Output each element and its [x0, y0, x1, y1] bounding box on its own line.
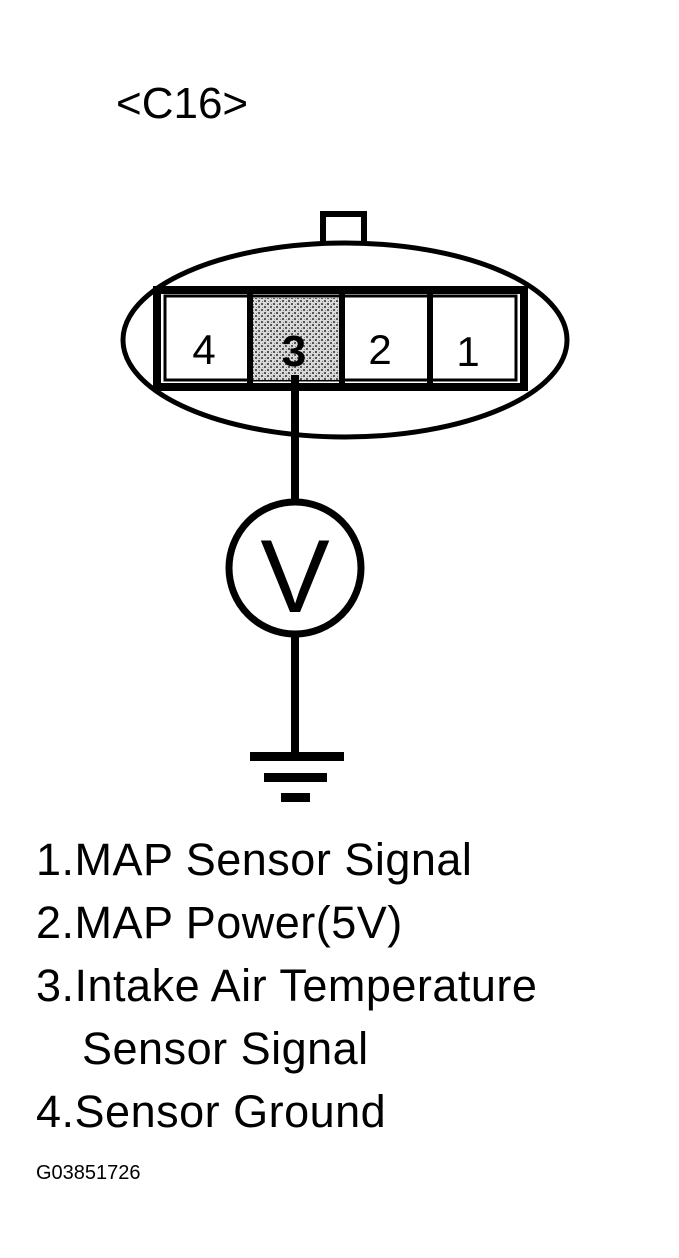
voltmeter-icon: V: [225, 498, 365, 638]
pin-3-highlight: [252, 298, 340, 380]
connector-label: <C16>: [116, 79, 249, 128]
voltmeter-symbol: V: [260, 519, 329, 635]
connector-housing: [120, 211, 570, 440]
legend-item-3: 3.Intake Air Temperature: [36, 960, 538, 1011]
pin-1-number: 1: [456, 328, 479, 375]
legend-item-4: 4.Sensor Ground: [36, 1086, 387, 1137]
pin-cells: 4 3 2 1: [192, 292, 480, 385]
legend-item-3-continued: Sensor Signal: [82, 1023, 369, 1074]
ground-symbol-icon: [250, 752, 344, 802]
legend-item-2: 2.MAP Power(5V): [36, 897, 403, 948]
pin-legend: 1.MAP Sensor Signal 2.MAP Power(5V) 3.In…: [36, 828, 537, 1143]
pin-4-number: 4: [192, 326, 215, 373]
figure-id: G03851726: [36, 1162, 141, 1184]
pin-3-number: 3: [282, 327, 306, 376]
pin-2-number: 2: [368, 326, 391, 373]
legend-item-1: 1.MAP Sensor Signal: [36, 834, 473, 885]
